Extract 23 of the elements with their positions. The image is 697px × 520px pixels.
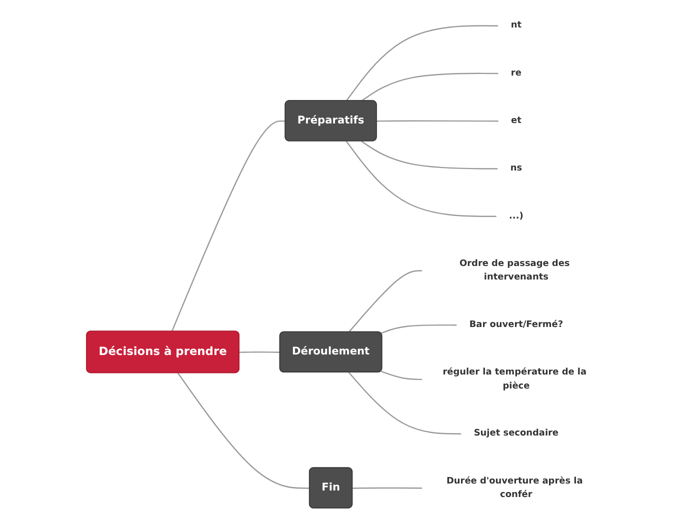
connector: [172, 120, 286, 332]
connector: [381, 370, 424, 380]
node-text: ns: [510, 162, 522, 174]
connector: [361, 140, 499, 170]
connector: [348, 270, 424, 333]
node-text: Durée d'ouverture après la confér: [446, 475, 584, 500]
connector: [346, 25, 500, 102]
node-text: Bar ouvert/Fermé?: [470, 318, 564, 330]
node-text: Ordre de passage des intervenants: [460, 258, 570, 282]
node-text: Sujet secondaire: [474, 428, 559, 438]
node-text: réguler la température de la pièce: [443, 366, 587, 390]
connector: [381, 324, 458, 334]
connector: [352, 487, 424, 489]
connector: [178, 372, 310, 489]
connector: [240, 351, 280, 353]
connector: [361, 72, 500, 102]
node-text: nt: [511, 20, 522, 30]
node-text: ...): [509, 210, 524, 221]
node-text: re: [511, 67, 522, 78]
connector: [348, 372, 462, 434]
node-text: et: [511, 114, 522, 126]
connector: [377, 120, 500, 122]
connector: [346, 140, 498, 218]
